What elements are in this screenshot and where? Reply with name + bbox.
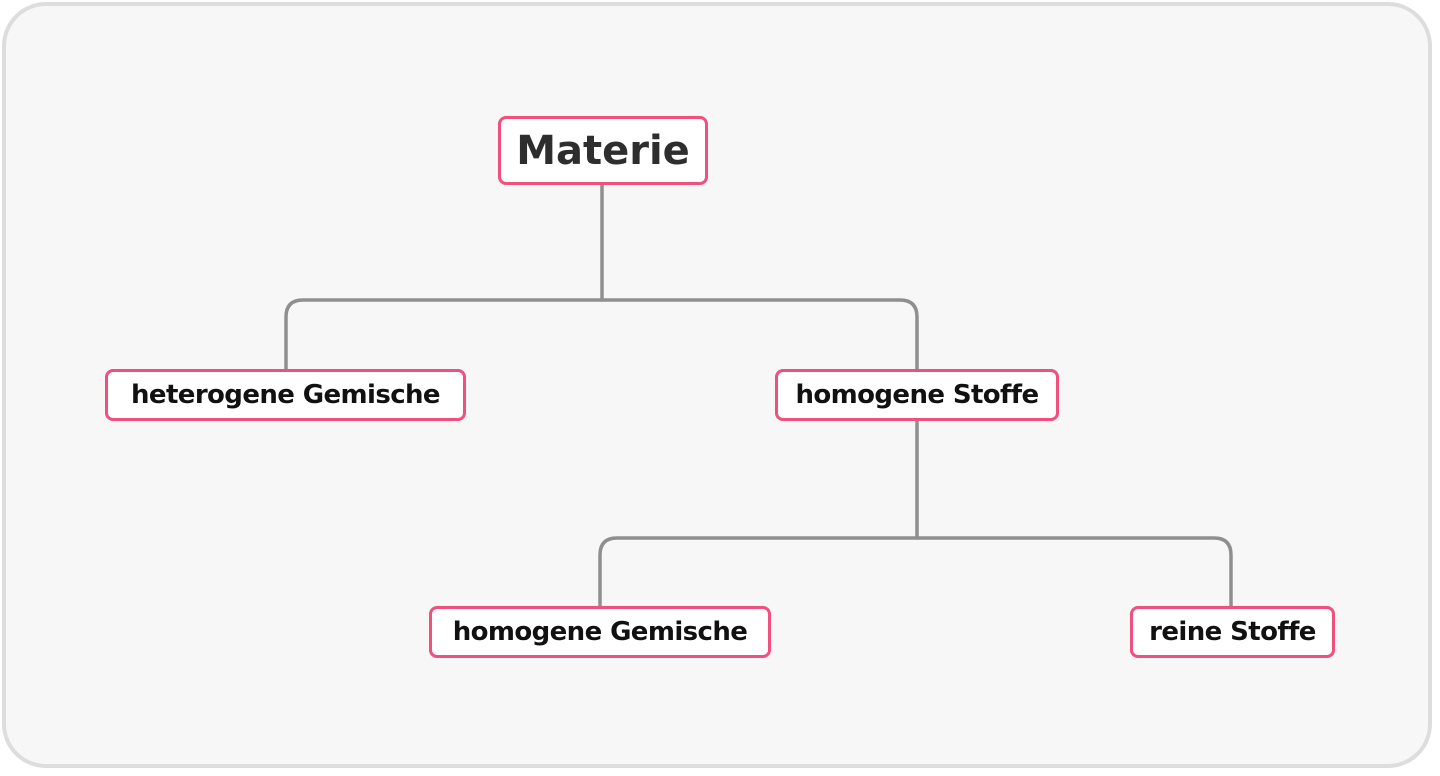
node-homogene-stoffe: homogene Stoffe (775, 369, 1059, 421)
node-materie: Materie (498, 116, 708, 185)
node-homogene-gemische: homogene Gemische (429, 606, 771, 658)
node-reine-stoffe: reine Stoffe (1130, 606, 1335, 658)
node-label: reine Stoffe (1149, 617, 1316, 647)
node-label: heterogene Gemische (131, 380, 441, 410)
node-heterogene-gemische: heterogene Gemische (105, 369, 466, 421)
node-label: homogene Stoffe (795, 380, 1039, 410)
node-label: homogene Gemische (452, 617, 748, 647)
node-label: Materie (516, 127, 690, 174)
